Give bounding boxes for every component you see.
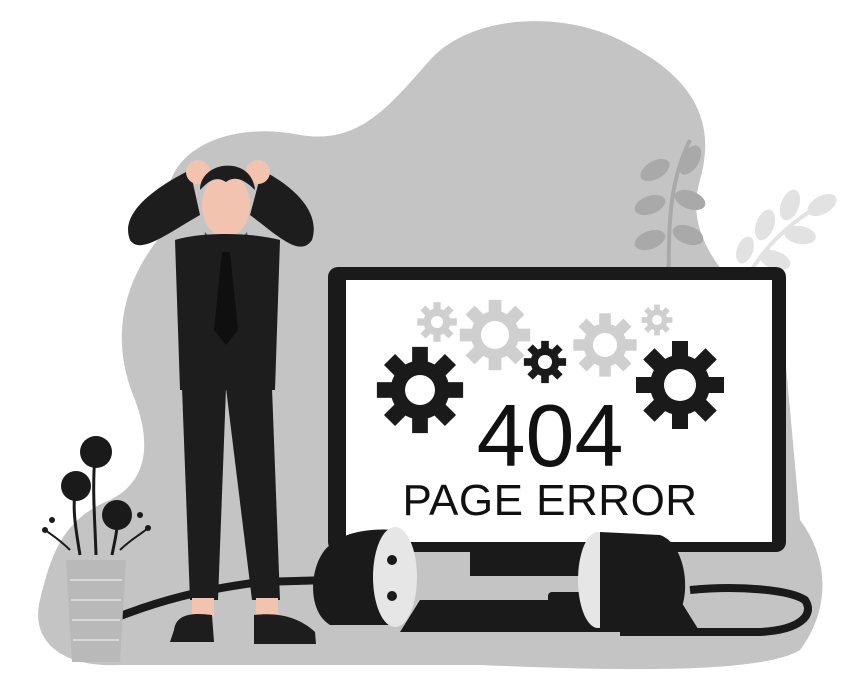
monitor-icon: [328, 267, 786, 632]
plant-icon: [42, 436, 151, 662]
error-code-text: 404: [476, 386, 624, 485]
leaf-branch-left: [634, 139, 706, 301]
gear-icon: [417, 302, 457, 342]
gear-icon: [459, 299, 531, 371]
plug-icon: [548, 532, 686, 630]
gear-icon: [573, 313, 637, 377]
gear-icon: [636, 341, 724, 429]
error-message-text: PAGE ERROR: [402, 476, 698, 525]
gear-icon: [523, 340, 567, 384]
plug-icon: [313, 527, 417, 627]
power-cable-right: [620, 584, 812, 636]
gear-icon: [641, 304, 673, 336]
gear-icon: [376, 346, 464, 434]
person-figure: [128, 160, 316, 644]
